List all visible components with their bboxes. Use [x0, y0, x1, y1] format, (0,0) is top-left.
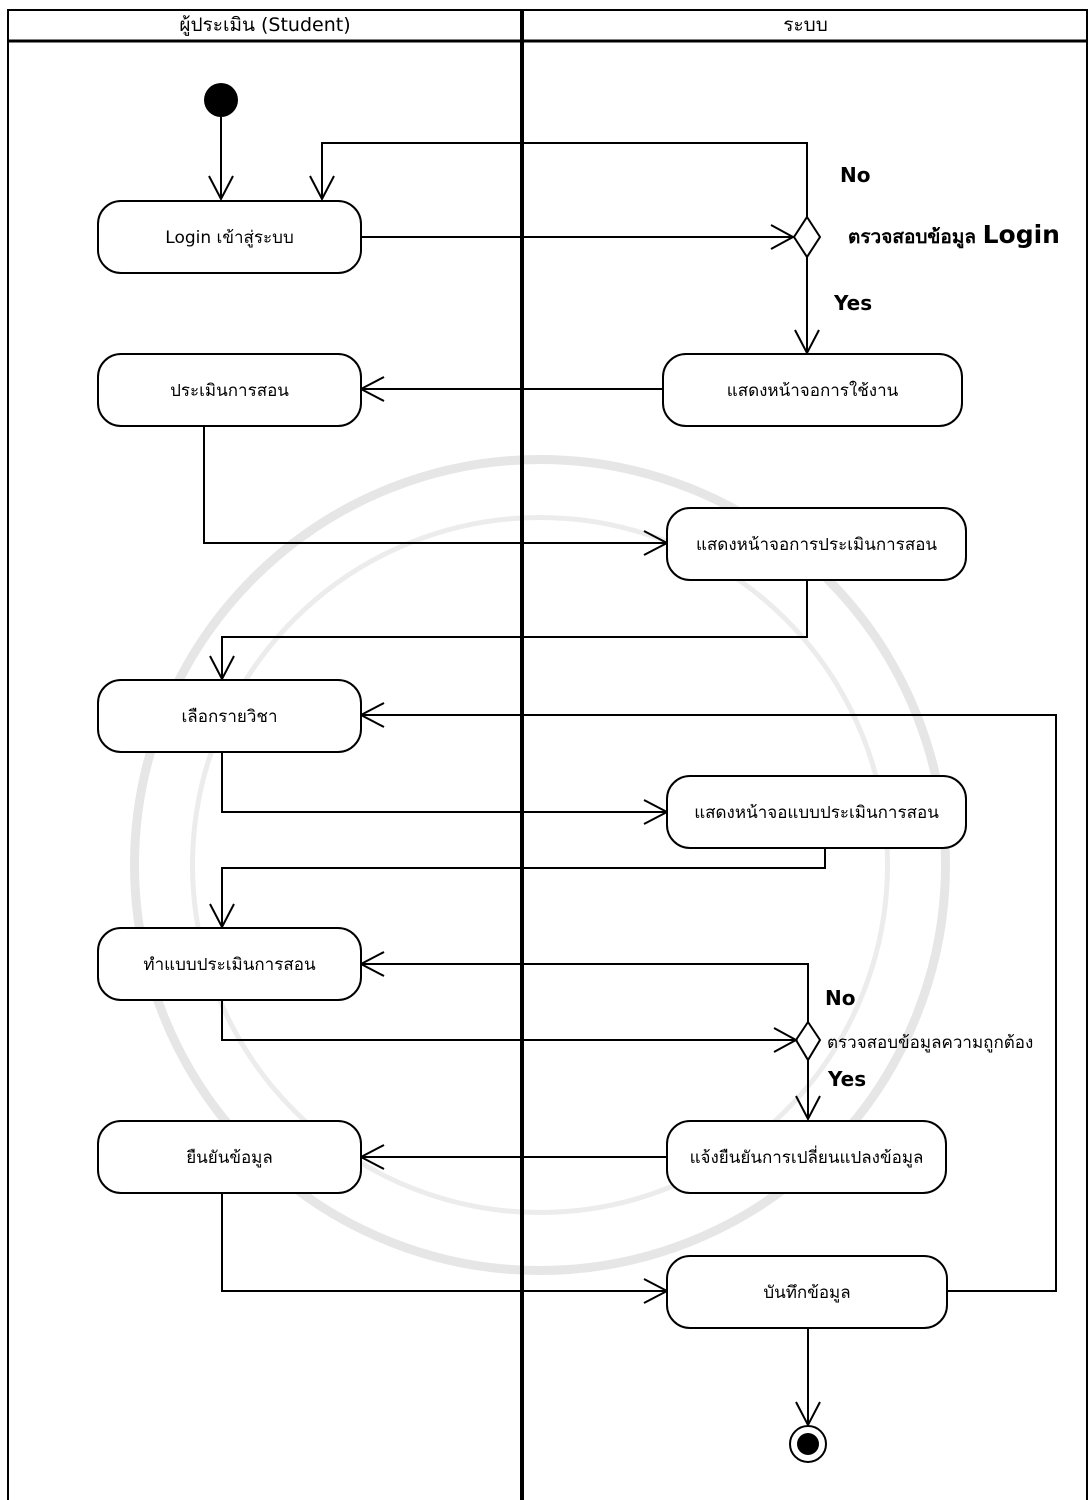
guard-no-login: No — [840, 163, 871, 187]
decision-login-text: ตรวจสอบข้อมูล — [848, 226, 976, 248]
guard-yes-login: Yes — [834, 291, 873, 315]
lane-title-student: ผู้ประเมิน (Student) — [179, 14, 351, 36]
decision-login-label: ตรวจสอบข้อมูล Login — [848, 220, 1060, 252]
decision-login — [792, 215, 822, 259]
final-node-dot — [797, 1433, 819, 1455]
node-show-eval: แสดงหน้าจอการประเมินการสอน — [666, 507, 967, 581]
node-login: Login เข้าสู่ระบบ — [97, 200, 362, 274]
decision-correct — [794, 1020, 822, 1062]
arrowhead — [773, 1027, 799, 1053]
decision-login-suffix: Login — [982, 220, 1060, 249]
arrowhead — [309, 175, 335, 202]
edge-doform-decision — [221, 1001, 795, 1041]
arrowhead — [208, 175, 234, 202]
edge-no-login — [321, 142, 808, 217]
arrowhead — [795, 1401, 821, 1428]
node-do-form: ทำแบบประเมินการสอน — [97, 927, 362, 1001]
node-choose-subject: เลือกรายวิชา — [97, 679, 362, 753]
node-save: บันทึกข้อมูล — [666, 1255, 948, 1329]
guard-no-correct: No — [825, 986, 856, 1010]
edge-no-doform — [362, 963, 809, 1022]
lane-title-system: ระบบ — [783, 14, 828, 36]
guard-yes-correct: Yes — [828, 1067, 867, 1091]
node-show-main: แสดงหน้าจอการใช้งาน — [662, 353, 963, 427]
arrowhead — [770, 224, 796, 250]
edge-showform-doform — [221, 848, 826, 926]
edge-showeval-choose — [221, 580, 808, 678]
diagram-frame — [7, 9, 1088, 1500]
node-confirm: ยืนยันข้อมูล — [97, 1120, 362, 1194]
edge-save-choose — [362, 714, 1057, 1292]
arrowhead — [795, 1095, 821, 1122]
node-notify-change: แจ้งยืนยันการเปลี่ยนแปลงข้อมูล — [666, 1120, 947, 1194]
node-evaluate: ประเมินการสอน — [97, 353, 362, 427]
initial-node — [204, 83, 238, 117]
decision-correct-label: ตรวจสอบข้อมูลความถูกต้อง — [827, 1033, 1034, 1053]
edge-evaluate-showeval — [203, 426, 666, 544]
edge-confirm-save — [221, 1193, 666, 1292]
node-show-form: แสดงหน้าจอแบบประเมินการสอน — [666, 775, 967, 849]
edge-choose-showform — [221, 752, 666, 813]
